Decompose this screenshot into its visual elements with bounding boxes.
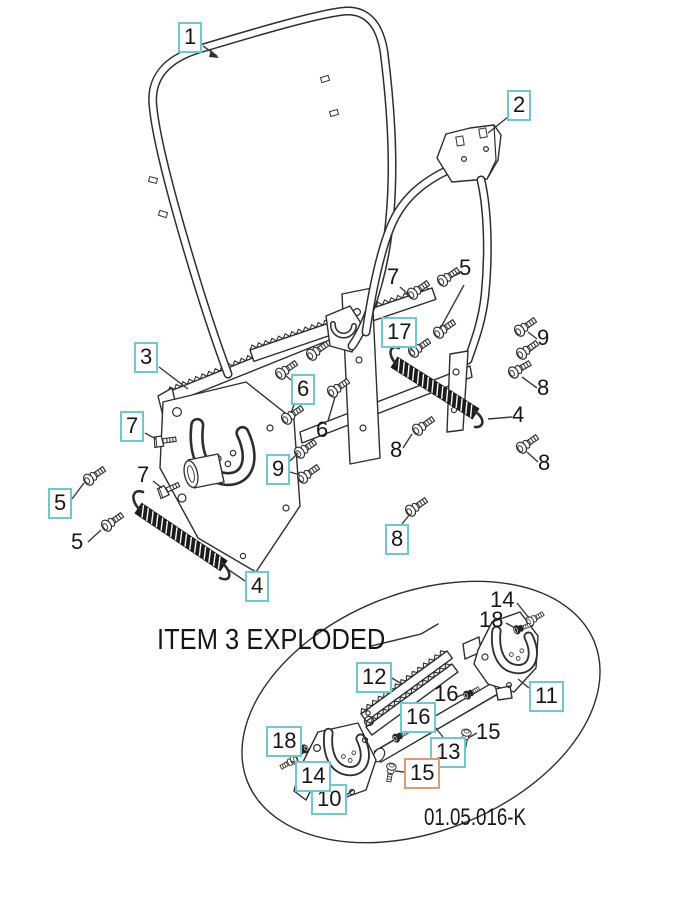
callout-8[interactable]: 8	[385, 524, 410, 555]
callout-5[interactable]: 5	[48, 488, 73, 519]
callout-7[interactable]: 7	[120, 411, 145, 442]
callout-18[interactable]: 18	[266, 726, 303, 757]
callout-18[interactable]: 18	[479, 607, 504, 632]
drawing-number: 01.05.016-K	[424, 804, 527, 831]
callout-5[interactable]: 5	[71, 529, 84, 554]
callout-16[interactable]: 16	[400, 702, 437, 733]
callout-17[interactable]: 17	[381, 317, 418, 348]
callout-7[interactable]: 7	[137, 462, 150, 487]
callout-5[interactable]: 5	[459, 255, 472, 280]
callout-6[interactable]: 6	[316, 417, 329, 442]
callout-11[interactable]: 11	[529, 681, 564, 712]
callout-12[interactable]: 12	[356, 662, 393, 693]
callout-8[interactable]: 8	[537, 375, 550, 400]
callout-2[interactable]: 2	[507, 90, 532, 121]
callout-7[interactable]: 7	[387, 264, 400, 289]
callout-4[interactable]: 4	[245, 571, 270, 602]
callout-4[interactable]: 4	[512, 402, 525, 427]
callout-6[interactable]: 6	[291, 374, 316, 405]
callout-15-selected[interactable]: 15	[404, 758, 441, 789]
callout-9[interactable]: 9	[266, 454, 291, 485]
callout-9[interactable]: 9	[537, 325, 550, 350]
callout-8[interactable]: 8	[538, 450, 551, 475]
callout-16[interactable]: 16	[434, 681, 459, 706]
callout-3[interactable]: 3	[134, 342, 159, 373]
callout-14[interactable]: 14	[295, 761, 332, 792]
exploded-note-text: ITEM 3 EXPLODED	[157, 624, 386, 656]
callout-15[interactable]: 15	[476, 719, 501, 744]
callout-8[interactable]: 8	[390, 437, 403, 462]
callout-1[interactable]: 1	[178, 22, 203, 53]
